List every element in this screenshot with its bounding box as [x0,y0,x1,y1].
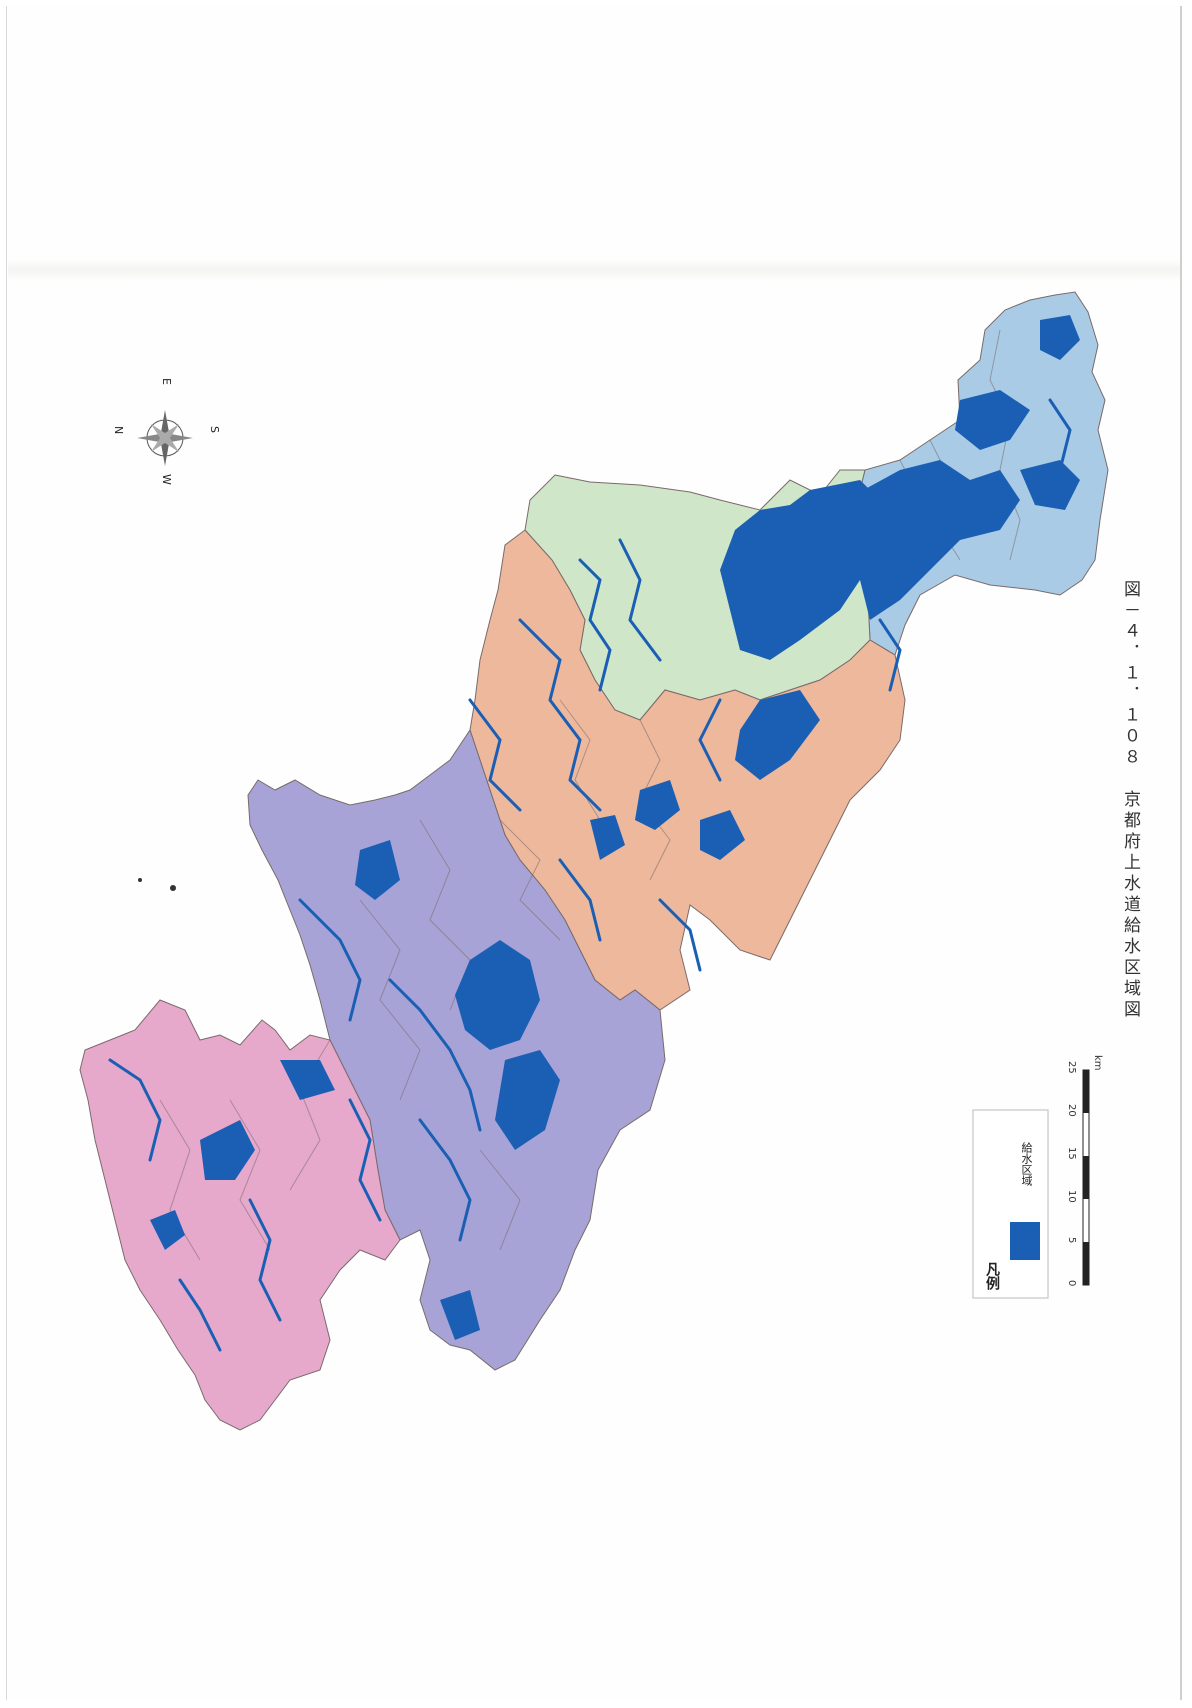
supply-network [1048,398,1072,472]
supply-area [735,690,820,780]
scale-tick: 20 [1066,1104,1077,1117]
legend-box [972,1109,1049,1299]
supply-network [418,1118,472,1242]
supply-network [108,1058,162,1162]
supply-area [280,1060,335,1100]
compass-label-e: E [160,378,173,385]
legend-title: 凡例 [984,1262,1000,1290]
supply-network [468,698,522,812]
supply-area [440,1290,480,1340]
supply-area [590,815,625,860]
water-supply-networks [108,398,1072,1352]
supply-network [298,898,362,1022]
compass-label-w: W [160,474,173,485]
scale-tick: 10 [1066,1190,1077,1203]
supply-network [618,538,662,662]
supply-area [1020,460,1080,510]
supply-area [455,940,540,1050]
compass-label-s: S [208,426,221,433]
supply-area [150,1210,185,1250]
supply-network [578,558,612,692]
legend-swatch [1010,1222,1040,1260]
scale-tick: 15 [1066,1147,1077,1160]
supply-network [388,978,482,1132]
compass-rose-icon [137,410,193,466]
supply-area [495,1050,560,1150]
island [170,885,176,891]
supply-network [348,1098,382,1222]
supply-area [845,460,1020,620]
supply-area [355,840,400,900]
supply-network [558,858,602,942]
supply-network [698,698,722,782]
region-pink [79,999,401,1431]
supply-network [658,898,702,972]
scale-unit: km [1092,1055,1103,1071]
island [138,878,142,882]
supply-area [700,810,745,860]
supply-network [518,618,602,812]
region-purple [247,728,666,1371]
scale-tick: 0 [1066,1280,1077,1287]
scale-tick: 5 [1066,1237,1077,1244]
supply-area [955,390,1030,450]
scale-bar [1082,1069,1090,1286]
supply-area [1040,315,1080,360]
figure-caption: 図－４．１．１０８ 京都府上水道給水区域図 [1120,580,1140,1021]
legend-item-label: 給水区域 [1020,1142,1033,1186]
water-supply-areas [150,315,1080,1340]
scan-artifact [8,258,1180,282]
supply-area [720,480,880,660]
supply-area [200,1120,255,1180]
compass-label-n: N [112,426,125,435]
supply-network [178,1278,222,1352]
supply-network [248,1198,282,1322]
supply-network [878,618,902,692]
scale-tick: 25 [1066,1061,1077,1074]
supply-area [635,780,680,830]
